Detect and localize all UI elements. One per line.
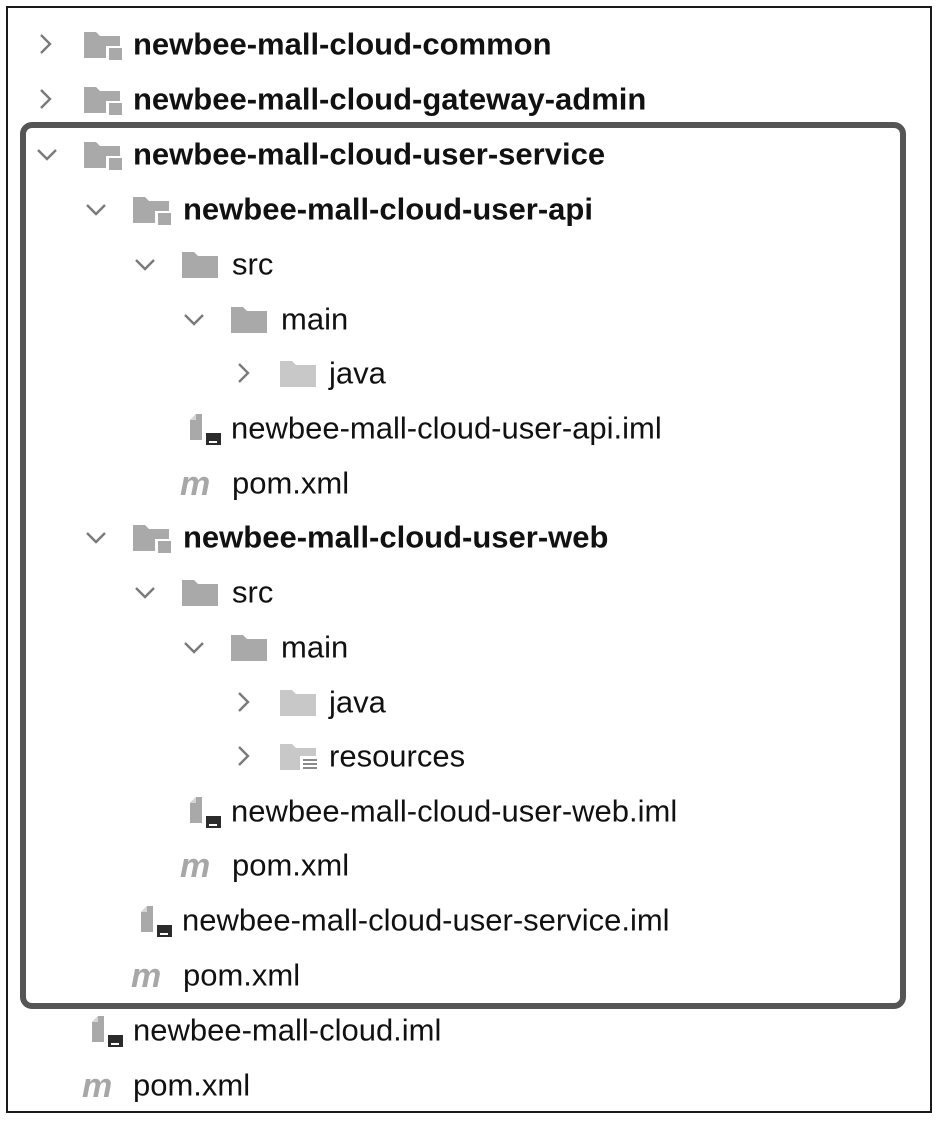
module-folder-icon [131, 521, 175, 555]
maven-icon: m [180, 847, 210, 885]
tree-row-service-iml-file[interactable]: newbee-mall-cloud-user-service.iml [0, 893, 900, 947]
chevron-down-icon[interactable] [181, 306, 207, 332]
folder-icon [229, 303, 273, 337]
tree-row-label: newbee-mall-cloud-gateway-admin [133, 81, 647, 117]
tree-row-label: newbee-mall-cloud-user-api.iml [231, 410, 662, 446]
tree-row-label: java [329, 355, 386, 391]
chevron-down-icon[interactable] [34, 141, 60, 167]
tree-row-api-pom-file[interactable]: m pom.xml [0, 456, 900, 510]
module-folder-icon [131, 193, 175, 227]
tree-row-label: main [281, 629, 349, 665]
tree-row-web-java-folder[interactable]: java [0, 675, 900, 729]
tree-row-label: src [232, 574, 274, 610]
tree-row-label: newbee-mall-cloud-user-service [133, 136, 606, 172]
tree-row-common-module[interactable]: newbee-mall-cloud-common [0, 17, 900, 71]
tree-row-root-pom-file[interactable]: m pom.xml [0, 1058, 900, 1112]
tree-row-label: newbee-mall-cloud-user-api [183, 191, 593, 227]
module-folder-icon [82, 28, 126, 62]
module-folder-icon [82, 138, 126, 172]
tree-row-user-web-module[interactable]: newbee-mall-cloud-user-web [0, 510, 900, 564]
tree-row-web-iml-file[interactable]: newbee-mall-cloud-user-web.iml [0, 784, 900, 838]
source-folder-icon [278, 357, 322, 391]
maven-icon: m [131, 957, 161, 995]
folder-icon [229, 631, 273, 665]
chevron-down-icon[interactable] [181, 634, 207, 660]
chevron-right-icon[interactable] [230, 689, 256, 715]
tree-row-label: pom.xml [232, 465, 350, 501]
chevron-right-icon[interactable] [32, 31, 58, 57]
chevron-right-icon[interactable] [230, 360, 256, 386]
tree-row-service-pom-file[interactable]: m pom.xml [0, 948, 900, 1002]
tree-row-api-java-folder[interactable]: java [0, 346, 900, 400]
chevron-down-icon[interactable] [83, 196, 109, 222]
iml-file-icon [135, 904, 179, 938]
chevron-right-icon[interactable] [32, 86, 58, 112]
tree-row-label: java [329, 684, 386, 720]
folder-icon [180, 248, 224, 282]
tree-row-label: newbee-mall-cloud-user-web.iml [231, 793, 678, 829]
maven-icon: m [180, 465, 210, 503]
module-folder-icon [82, 83, 126, 117]
chevron-down-icon[interactable] [83, 524, 109, 550]
chevron-down-icon[interactable] [132, 579, 158, 605]
tree-row-api-main-folder[interactable]: main [0, 292, 900, 346]
tree-row-web-src-folder[interactable]: src [0, 565, 900, 619]
tree-row-label: newbee-mall-cloud-user-service.iml [182, 902, 670, 938]
tree-row-api-iml-file[interactable]: newbee-mall-cloud-user-api.iml [0, 401, 900, 455]
tree-row-web-resources-folder[interactable]: resources [0, 729, 900, 783]
tree-row-label: newbee-mall-cloud-user-web [183, 519, 609, 555]
tree-row-label: main [281, 301, 349, 337]
tree-row-web-pom-file[interactable]: m pom.xml [0, 838, 900, 892]
tree-row-root-iml-file[interactable]: newbee-mall-cloud.iml [0, 1003, 900, 1057]
source-folder-icon [278, 686, 322, 720]
tree-row-label: resources [329, 738, 466, 774]
tree-row-label: pom.xml [232, 847, 350, 883]
tree-row-web-main-folder[interactable]: main [0, 620, 900, 674]
tree-row-label: pom.xml [183, 957, 301, 993]
tree-row-user-api-module[interactable]: newbee-mall-cloud-user-api [0, 182, 900, 236]
tree-row-label: pom.xml [133, 1067, 251, 1103]
tree-row-label: newbee-mall-cloud.iml [133, 1012, 442, 1048]
iml-file-icon [86, 1014, 130, 1048]
chevron-down-icon[interactable] [132, 251, 158, 277]
folder-icon [180, 576, 224, 610]
iml-file-icon [184, 795, 228, 829]
tree-row-label: newbee-mall-cloud-common [133, 26, 552, 62]
tree-row-gateway-admin-module[interactable]: newbee-mall-cloud-gateway-admin [0, 72, 900, 126]
iml-file-icon [184, 412, 228, 446]
maven-icon: m [82, 1067, 112, 1105]
chevron-right-icon[interactable] [230, 743, 256, 769]
tree-row-api-src-folder[interactable]: src [0, 237, 900, 291]
tree-row-label: src [232, 246, 274, 282]
tree-row-user-service-module[interactable]: newbee-mall-cloud-user-service [0, 127, 900, 181]
resources-folder-icon [278, 740, 322, 774]
